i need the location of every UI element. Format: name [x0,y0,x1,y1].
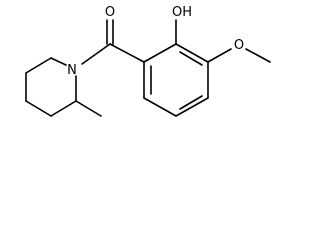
aryl-inner-bond-3 [179,95,203,110]
benzene-ring [143,43,209,117]
piperidine-ring [25,57,77,117]
bond-c3-c4 [25,100,52,117]
bond-c5-c6 [25,57,52,74]
bond-carbonyl-aryl [109,43,145,63]
aryl-bond-4 [175,97,209,117]
aryl-inner-bond-2 [179,51,203,66]
bond-c6-n [50,57,67,66]
bond-c2-c3 [50,100,77,117]
methyl-bond [75,100,102,117]
carbonyl-oxygen-label: O [105,5,115,20]
ring-nitrogen-label: N [67,63,77,78]
bond-n-carbonyl [81,43,111,65]
methoxy-oxygen-label: O [234,38,244,53]
methoxy-bond-o-ch3 [245,48,271,63]
aryl-bond-1 [143,43,177,63]
aryl-bond-5 [143,97,177,117]
hydroxyl-label: OH [172,5,192,20]
chemical-structure-diagram: O OH O N [25,5,271,117]
methoxy-bond-aryl-o [207,48,232,63]
aryl-bond-2 [175,43,209,63]
